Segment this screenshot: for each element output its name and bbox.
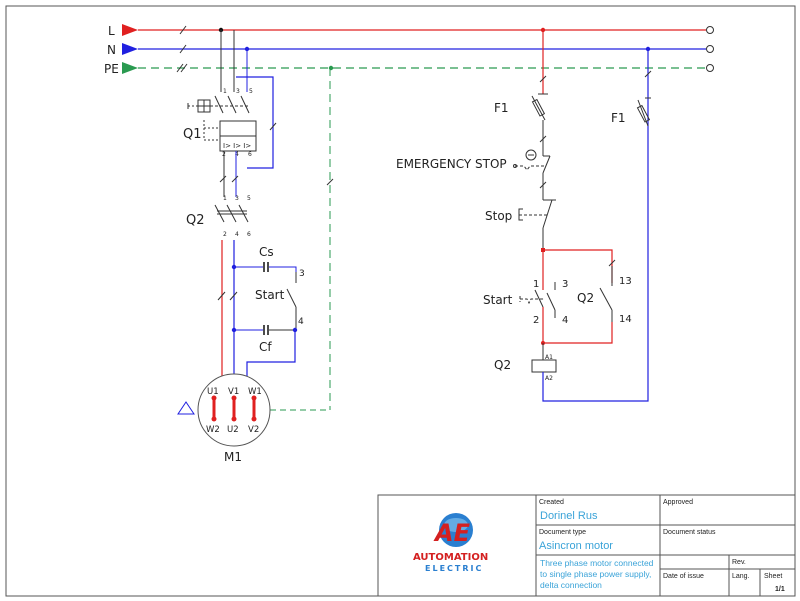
svg-text:13: 13 (619, 276, 632, 287)
svg-text:1/1: 1/1 (775, 586, 785, 593)
coil-q2: A1 A2 Q2 (494, 354, 557, 382)
svg-text:3: 3 (235, 195, 239, 202)
title-block: AE AUTOMATION ELECTRIC Created Dorinel R… (377, 494, 796, 597)
arrow-icon (122, 24, 138, 36)
svg-text:ELECTRIC: ELECTRIC (425, 564, 483, 573)
q2-label: Q2 (186, 213, 205, 228)
svg-text:V2: V2 (248, 425, 259, 435)
company-logo: AE AUTOMATION ELECTRIC (413, 513, 488, 573)
start-switch: 3 4 Start (255, 269, 305, 330)
svg-text:4: 4 (235, 231, 239, 238)
q1-label: Q1 (183, 127, 202, 142)
breaker-q1: Q1 1 3 5 I> I> I> 2 4 6 (183, 88, 257, 158)
hold-contact-q2: 13 14 Q2 (577, 259, 632, 325)
svg-text:Lang.: Lang. (732, 573, 750, 580)
motor-m1: U1 V1 W1 W2 U2 V2 M1 (177, 373, 271, 464)
arrow-icon (122, 62, 138, 74)
svg-text:Rev.: Rev. (732, 559, 746, 566)
svg-text:2: 2 (533, 315, 539, 326)
control-circuit: F1 EMERGENCY STOP Stop 1 3 (396, 27, 652, 402)
svg-text:delta connection: delta connection (540, 580, 602, 590)
rail-label-pe: PE (104, 62, 119, 76)
svg-text:4: 4 (562, 315, 568, 326)
start-capacitor-cs: Cs (231, 245, 297, 272)
svg-text:Dorinel Rus: Dorinel Rus (540, 510, 598, 522)
svg-text:2: 2 (223, 231, 227, 238)
svg-text:4: 4 (235, 151, 239, 158)
svg-text:3: 3 (299, 269, 305, 279)
svg-text:Created: Created (539, 499, 564, 506)
svg-text:6: 6 (247, 231, 251, 238)
svg-text:Document status: Document status (663, 529, 716, 536)
delta-icon (177, 401, 195, 415)
svg-text:5: 5 (247, 195, 251, 202)
svg-text:Approved: Approved (663, 499, 693, 506)
svg-text:Three phase motor connected: Three phase motor connected (540, 558, 654, 568)
rail-pe: PE (104, 62, 714, 76)
svg-text:Sheet: Sheet (764, 573, 782, 580)
svg-text:Start: Start (483, 293, 513, 307)
svg-text:W2: W2 (206, 425, 220, 435)
svg-text:V1: V1 (228, 387, 239, 397)
svg-text:6: 6 (248, 151, 252, 158)
svg-text:U1: U1 (207, 387, 219, 397)
run-capacitor-cf: Cf (231, 325, 298, 354)
stop-button: Stop (485, 199, 556, 229)
svg-text:A1: A1 (545, 354, 553, 361)
svg-text:Date of issue: Date of issue (663, 573, 704, 580)
rail-label-n: N (107, 43, 116, 57)
svg-text:1: 1 (223, 88, 227, 95)
svg-text:3: 3 (236, 88, 240, 95)
svg-text:3: 3 (562, 279, 568, 290)
contactor-q2: Q2 1 3 5 2 4 6 (186, 195, 251, 238)
power-circuit: Q1 1 3 5 I> I> I> 2 4 6 (177, 27, 334, 464)
svg-text:A2: A2 (545, 375, 553, 382)
svg-text:AE: AE (433, 519, 471, 547)
svg-text:Q2: Q2 (494, 358, 511, 372)
svg-text:to single phase power supply,: to single phase power supply, (540, 569, 651, 579)
rail-label-l: L (108, 24, 115, 38)
rail-l: L (108, 24, 714, 38)
fuse-f1-left: F1 (494, 95, 546, 121)
start-button: 1 3 2 4 Start (483, 279, 568, 326)
svg-text:Document type: Document type (539, 529, 586, 536)
rail-n: N (107, 43, 714, 57)
svg-text:Q2: Q2 (577, 291, 594, 305)
svg-text:4: 4 (298, 317, 304, 327)
svg-text:14: 14 (619, 314, 632, 325)
svg-text:F1: F1 (494, 101, 509, 115)
svg-text:Cs: Cs (259, 245, 274, 259)
svg-text:U2: U2 (227, 425, 239, 435)
svg-text:1: 1 (533, 279, 539, 290)
svg-text:Stop: Stop (485, 209, 512, 223)
emergency-stop: EMERGENCY STOP (396, 147, 551, 174)
svg-text:5: 5 (249, 88, 253, 95)
svg-text:1: 1 (223, 195, 227, 202)
fuse-f1-right: F1 (611, 99, 651, 127)
svg-text:Asincron motor: Asincron motor (539, 540, 613, 552)
svg-text:Cf: Cf (259, 340, 272, 354)
svg-text:AUTOMATION: AUTOMATION (413, 552, 488, 563)
svg-text:W1: W1 (248, 387, 262, 397)
svg-text:M1: M1 (224, 450, 242, 464)
svg-text:I> I> I>: I> I> I> (223, 142, 251, 150)
svg-text:F1: F1 (611, 111, 626, 125)
svg-text:EMERGENCY STOP: EMERGENCY STOP (396, 157, 507, 171)
svg-text:Start: Start (255, 288, 285, 302)
arrow-icon (122, 43, 138, 55)
